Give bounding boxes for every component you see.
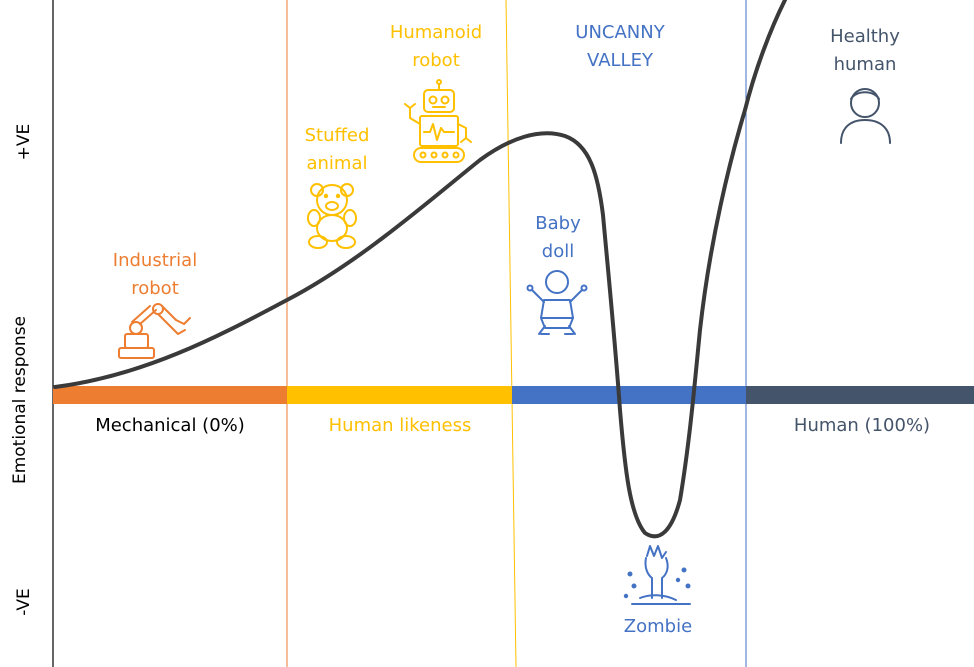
band-label-human: Human (100%)	[793, 415, 931, 436]
humanoid-robot-label: Humanoid robot	[371, 19, 501, 75]
uncanny-valley-title: UNCANNY VALLEY	[540, 19, 700, 75]
stuffed-animal-label-line2: animal	[306, 153, 368, 174]
humanoid-robot-icon	[404, 79, 472, 163]
healthy-human-label-line2: human	[833, 54, 897, 75]
uncanny-valley-title-line2: VALLEY	[587, 50, 653, 71]
stuffed-animal-label: Stuffed animal	[282, 122, 392, 178]
emotional-response-curve	[53, 0, 787, 539]
robot-arm-icon	[118, 303, 191, 359]
uncanny-valley-title-line1: UNCANNY	[575, 22, 665, 43]
band-mechanical	[53, 386, 287, 404]
healthy-human-label: Healthy human	[810, 23, 920, 79]
band-uncanny	[512, 386, 746, 404]
baby-doll-icon	[526, 270, 588, 335]
baby-doll-label-line2: doll	[541, 241, 575, 262]
divider-likeness	[505, 0, 517, 667]
humanoid-robot-label-line2: robot	[412, 50, 460, 71]
stuffed-animal-label-line1: Stuffed	[304, 125, 370, 146]
positive-axis-label: +VE	[14, 123, 34, 161]
healthy-human-label-line1: Healthy	[830, 26, 900, 47]
zombie-hand-icon	[623, 545, 691, 605]
person-icon	[840, 88, 891, 144]
band-label-mechanical: Mechanical (0%)	[95, 415, 245, 436]
baby-doll-label: Baby doll	[513, 210, 603, 266]
industrial-robot-label-line1: Industrial	[112, 250, 198, 271]
band-human	[746, 386, 974, 404]
industrial-robot-label-line2: robot	[131, 278, 179, 299]
negative-axis-label: -VE	[14, 588, 34, 616]
industrial-robot-label: Industrial robot	[90, 247, 220, 303]
y-axis-label: Emotional response	[10, 315, 30, 485]
zombie-label: Zombie	[623, 616, 693, 637]
band-label-human-likeness: Human likeness	[328, 415, 472, 436]
baby-doll-label-line1: Baby	[535, 213, 581, 234]
band-human-likeness	[287, 386, 512, 404]
humanoid-robot-label-line1: Humanoid	[389, 22, 483, 43]
teddy-bear-icon	[307, 183, 357, 249]
